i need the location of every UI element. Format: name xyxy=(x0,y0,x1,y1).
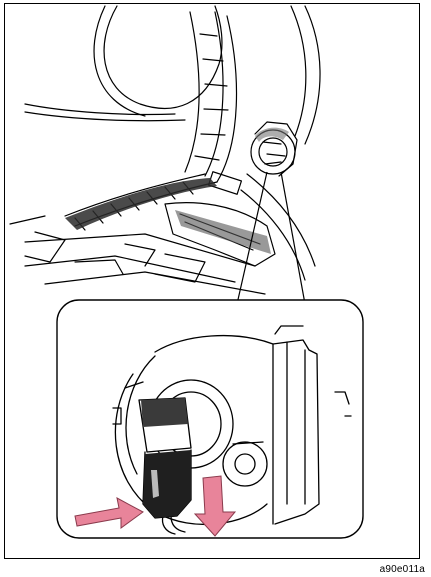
figure-id-label: a90e011a xyxy=(380,564,425,575)
headlight-bulb-illustration xyxy=(5,4,420,559)
illustration-frame xyxy=(4,3,420,559)
